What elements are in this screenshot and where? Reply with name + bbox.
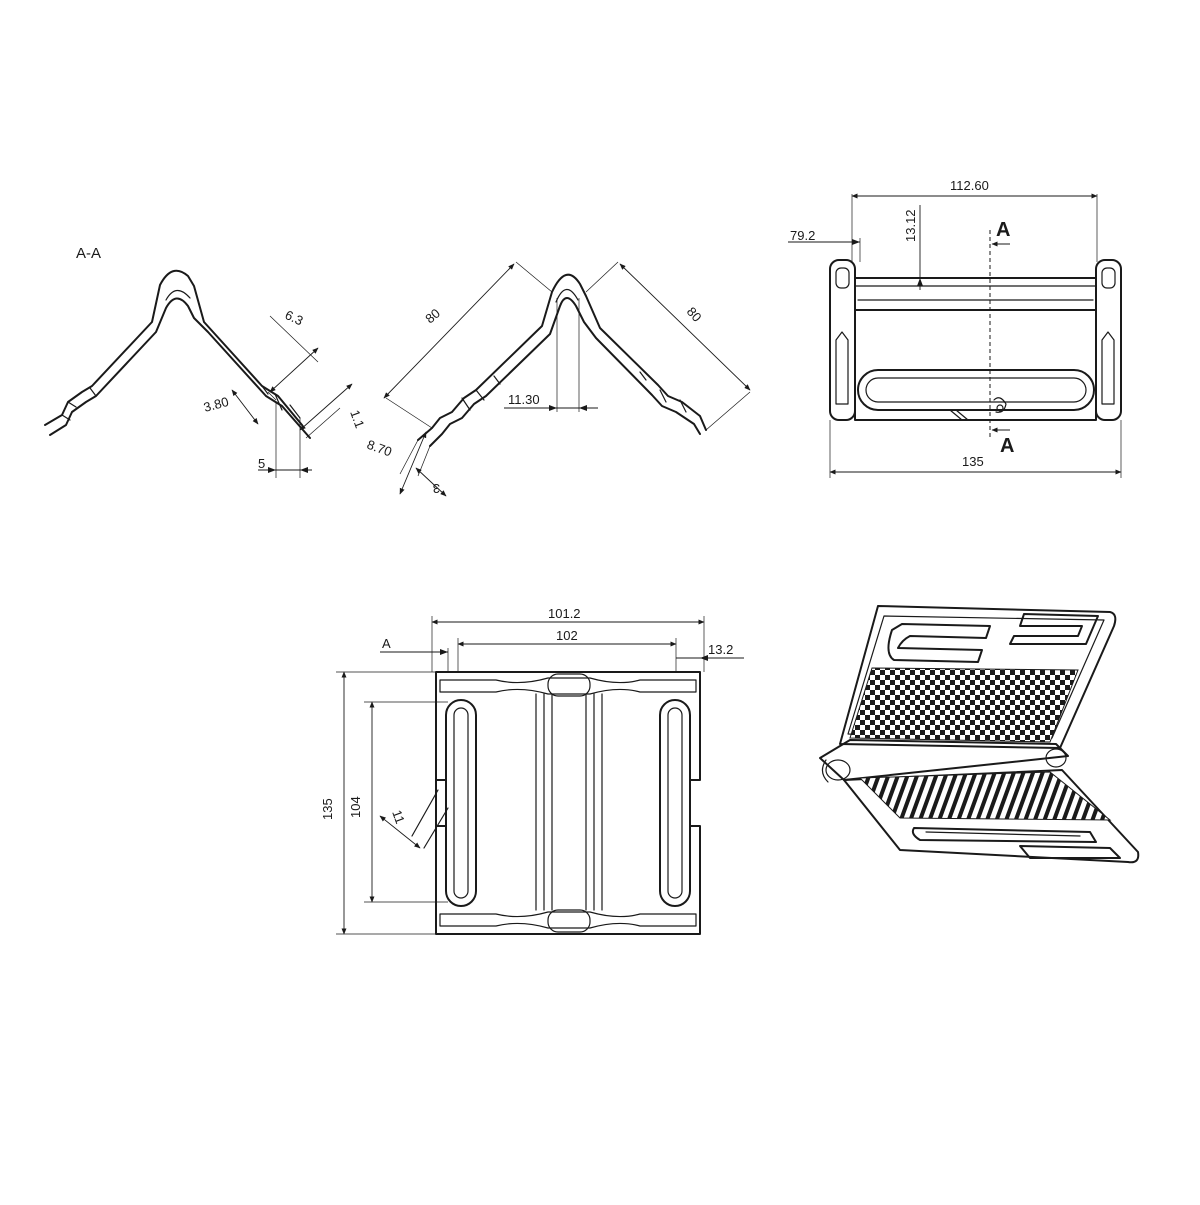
- front-view: 101.2 102 A 13.2 135 104: [320, 606, 744, 935]
- angle-view: 80 80 11.30 8.70 3: [365, 261, 751, 497]
- dim-8-70: 8.70: [365, 437, 394, 460]
- dim-3: 3: [433, 481, 440, 496]
- front-view-dims: 101.2 102 A 13.2 135 104: [320, 606, 744, 935]
- top-view: 112.60 79.2 13.12 A A 135: [788, 178, 1122, 478]
- section-dims: 6.3 3.80 1.1 5: [202, 307, 367, 478]
- front-view-body: [411, 671, 701, 935]
- section-label: A-A: [76, 245, 101, 262]
- top-view-body: [829, 259, 1122, 421]
- angle-profile: [417, 273, 707, 447]
- dim-79-2: 79.2: [790, 228, 815, 243]
- dim-135-top: 135: [962, 454, 984, 469]
- section-mark-top: A: [996, 219, 1010, 241]
- dim-right-80: 80: [684, 304, 705, 325]
- angle-dims: 80 80 11.30 8.70 3: [365, 261, 751, 497]
- dim-13-12: 13.12: [903, 209, 918, 242]
- dim-104: 104: [348, 796, 363, 818]
- top-view-dims: 112.60 79.2 13.12 A A 135: [788, 178, 1122, 478]
- dim-6-3: 6.3: [283, 307, 306, 328]
- dim-112-60: 112.60: [950, 178, 989, 193]
- dim-1-1: 1.1: [347, 408, 367, 430]
- dim-135-front: 135: [320, 798, 335, 820]
- section-view-a-a: A-A 6.3 3.80 1.1: [44, 245, 367, 478]
- dim-11-30: 11.30: [508, 392, 540, 407]
- dim-13-2: 13.2: [708, 642, 733, 657]
- section-mark-front: A: [382, 636, 391, 651]
- dim-11: 11: [389, 808, 408, 826]
- isometric-view: [819, 605, 1140, 864]
- section-profile: [44, 269, 311, 439]
- dim-5: 5: [258, 456, 265, 471]
- section-mark-bottom: A: [1000, 435, 1014, 457]
- dim-3-80: 3.80: [202, 394, 230, 415]
- dim-102: 102: [556, 628, 578, 643]
- dim-101-2: 101.2: [548, 606, 581, 621]
- dim-left-80: 80: [422, 306, 443, 327]
